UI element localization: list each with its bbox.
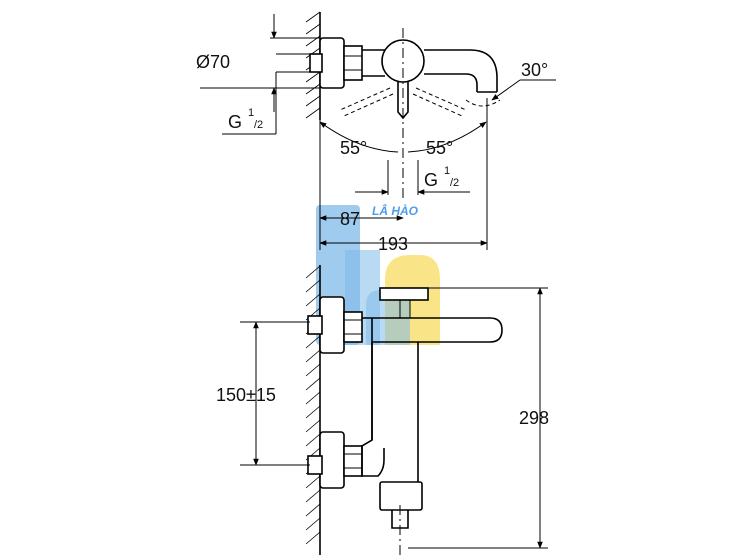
spout-rotation-arc [465,99,501,107]
lower-escutcheon [319,431,345,489]
spout-arm [372,317,503,343]
lower-nut [343,445,363,477]
dim-150-label: 150±15 [216,385,276,405]
dim-193-label: 193 [378,234,408,254]
lever-pos-left [339,87,394,117]
front-view: 150±15 298 [216,265,549,555]
thread-outlet-label: G 1 /2 [424,161,459,190]
watermark-text: LÂ HÀO [372,203,419,218]
top-spout [424,49,498,92]
thread-top-label: G 1 /2 [228,103,263,132]
angle-arc-right [407,121,487,153]
angle-right-label: 55° [426,138,453,158]
angle-left-label: 55° [340,138,367,158]
angle-arc-left [319,121,399,153]
dim-298-label: 298 [519,408,549,428]
outlet-body [379,481,423,511]
dia-label: Ø70 [196,52,230,72]
angle-spout-label: 30° [521,60,548,80]
lower-pipe-stub [307,455,323,475]
top-nut [343,45,363,81]
lever-top [379,287,429,301]
top-view: 55° 55° 30° Ø70 G 1 /2 G 1 /2 [196,11,556,254]
upper-pipe-stub [307,315,323,335]
top-pipe-stub [309,53,323,73]
upper-nut [343,311,363,343]
dim-87-label: 87 [340,209,360,229]
upper-escutcheon [319,296,345,354]
top-escutcheon [319,37,345,89]
lever-pos-right [412,87,467,117]
valve-body [361,317,419,482]
